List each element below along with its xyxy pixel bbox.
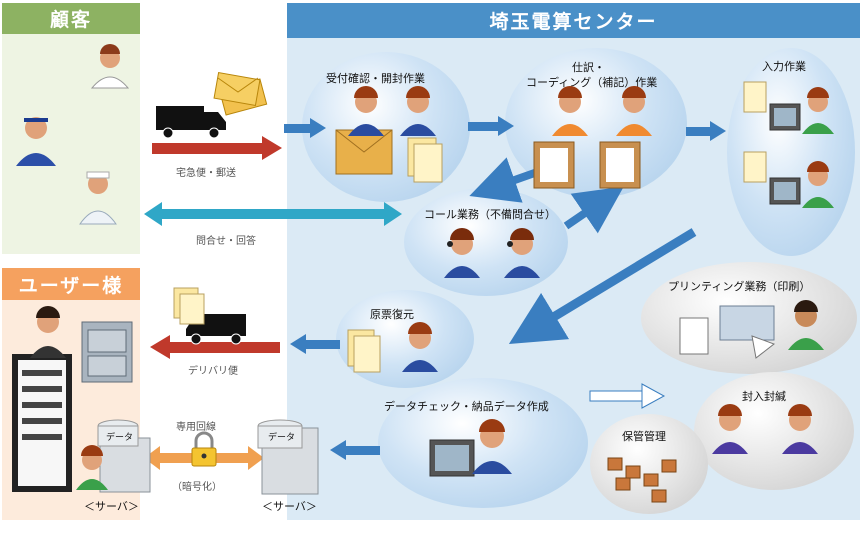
customer-header: 顧客 <box>2 3 140 34</box>
person-icon <box>76 445 108 490</box>
server-right-label: ＜サーバ＞ <box>262 500 317 513</box>
delivery-out-label: デリバリ便 <box>188 366 238 377</box>
cabinet-icon <box>81 321 133 383</box>
person-icon <box>802 161 834 208</box>
delivery-in-arrow <box>152 136 282 160</box>
server-icon <box>97 419 151 493</box>
server-left-label: ＜サーバ＞ <box>84 500 139 513</box>
seal-label: 封入封緘 <box>742 390 786 403</box>
person-icon <box>90 44 130 89</box>
person-icon <box>504 228 540 278</box>
person-icon <box>788 300 824 350</box>
seal-bubble <box>694 372 854 490</box>
server-icon <box>257 419 319 495</box>
clipboard-icon <box>533 141 641 189</box>
person-icon <box>400 86 436 136</box>
arrow-call-to-sort <box>563 186 624 234</box>
truck-icon <box>156 106 226 139</box>
document-icon <box>173 287 205 325</box>
sort-label-line2: コーディング（補記）作業 <box>526 76 658 89</box>
call-bubble <box>404 188 568 296</box>
arrow-to-receive <box>284 118 326 138</box>
person-icon <box>348 86 384 136</box>
restore-label: 原票復元 <box>370 308 414 321</box>
inquiry-arrow <box>144 202 402 226</box>
person-icon <box>616 86 652 136</box>
storage-boxes-icon <box>607 457 677 503</box>
person-icon <box>402 322 438 372</box>
arrow-to-printing <box>589 383 666 409</box>
storage-label: 保管管理 <box>622 430 666 443</box>
arrow-to-sort <box>468 116 514 136</box>
person-icon <box>802 87 834 134</box>
arrow-to-restore <box>290 334 340 354</box>
center-header: 埼玉電算センター <box>287 3 860 38</box>
person-icon <box>552 86 588 136</box>
arrow-to-server <box>330 440 380 460</box>
person-icon <box>782 404 818 454</box>
monitor-icon <box>429 103 801 477</box>
lock-icon <box>191 431 217 467</box>
arrow-to-input <box>686 121 726 141</box>
customer-panel <box>2 34 140 254</box>
person-icon <box>712 404 748 454</box>
delivery-in-label: 宅急便・郵送 <box>176 168 236 179</box>
encrypt-label: （暗号化） <box>172 482 222 493</box>
person-icon <box>472 419 512 474</box>
person-icon <box>79 171 117 225</box>
printer-icon <box>679 305 776 359</box>
datacheck-label: データチェック・納品データ作成 <box>384 400 549 413</box>
sort-label-line1: 仕訳・ <box>572 61 605 74</box>
input-label: 入力作業 <box>762 60 806 73</box>
envelope-stack-icon <box>213 71 268 116</box>
person-icon <box>30 306 66 358</box>
document-icon <box>347 329 381 373</box>
delivery-out-arrow <box>150 335 280 359</box>
document-icon <box>743 81 767 183</box>
call-label: コール業務（不備問合せ） <box>424 208 556 221</box>
person-icon <box>16 117 56 166</box>
server-right-data-tag: データ <box>268 433 296 443</box>
document-icon <box>407 137 443 183</box>
receive-label: 受付確認・開封作業 <box>326 72 425 85</box>
inquiry-label: 問合せ・回答 <box>196 236 256 247</box>
building-icon <box>12 354 72 492</box>
arrow-input-to-restore <box>508 228 697 344</box>
line-label: 専用回線 <box>176 422 216 433</box>
printing-label: プリンティング業務（印刷） <box>668 280 811 293</box>
person-icon <box>444 228 480 278</box>
server-left-data-tag: データ <box>106 433 134 443</box>
user-header: ユーザー様 <box>2 268 140 300</box>
